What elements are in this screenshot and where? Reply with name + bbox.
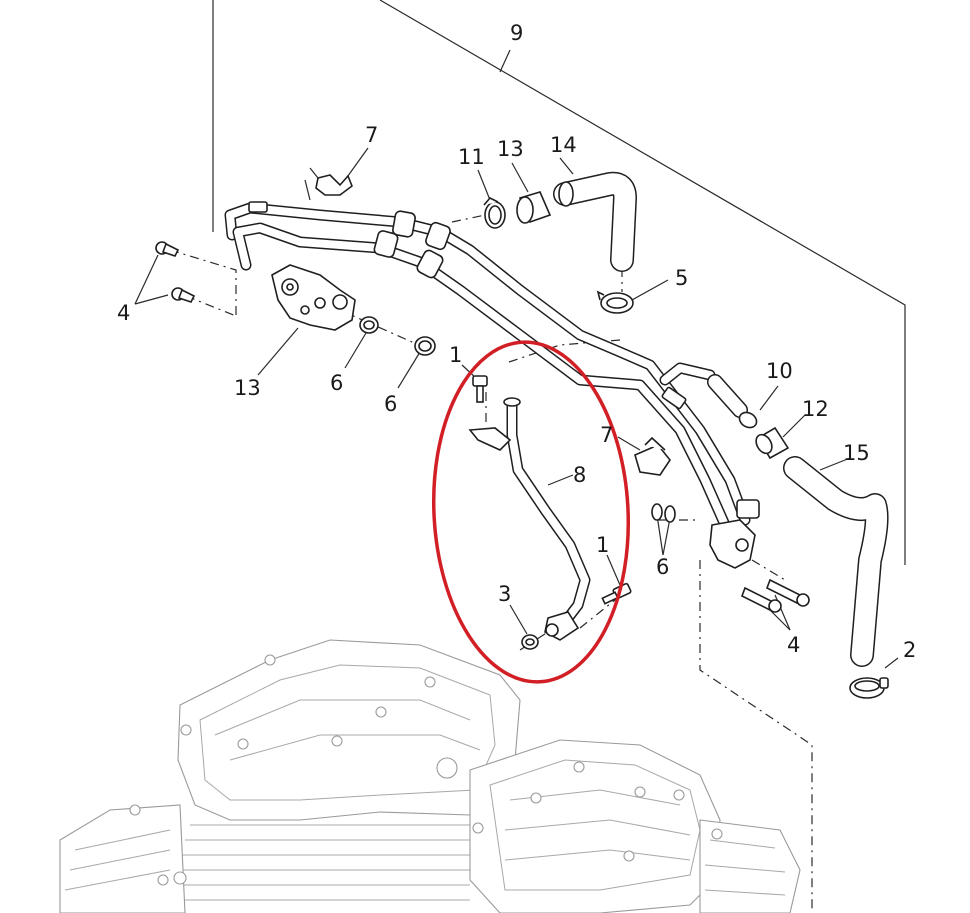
- sleeve-13-top: [516, 191, 552, 224]
- callout-6-a: 6: [330, 371, 343, 395]
- callout-11: 11: [458, 145, 485, 169]
- engine-outline: [59, 639, 801, 913]
- clamp-5: [596, 290, 634, 314]
- callout-4-right: 4: [787, 633, 800, 657]
- hose-15: [783, 456, 889, 667]
- o-ring-3: [521, 634, 539, 650]
- bolts-4-right: [740, 578, 810, 613]
- sleeve-12: [755, 426, 790, 460]
- manifold-bracket-13: [271, 264, 356, 331]
- callout-1-top: 1: [449, 343, 462, 367]
- bolt-1-top: [472, 375, 488, 403]
- elbow-hose-14: [553, 171, 637, 272]
- highlight-ellipse: [431, 340, 631, 684]
- clip-7-mid: [634, 436, 671, 476]
- clamp-2: [849, 677, 889, 699]
- callout-6-b: 6: [384, 392, 397, 416]
- callout-13-top: 13: [497, 137, 524, 161]
- callout-2: 2: [903, 638, 916, 662]
- callout-14: 14: [550, 133, 577, 157]
- callout-3: 3: [498, 582, 511, 606]
- callout-8: 8: [573, 463, 586, 487]
- clamp-10: [707, 374, 758, 429]
- callout-13-left: 13: [234, 376, 261, 400]
- callout-5: 5: [675, 266, 688, 290]
- clamp-11: [483, 197, 506, 229]
- callout-10: 10: [766, 359, 793, 383]
- callout-6-c: 6: [656, 555, 669, 579]
- callout-4-left: 4: [117, 301, 130, 325]
- manifold-bracket-right: [709, 499, 760, 569]
- callout-7-mid: 7: [600, 423, 613, 447]
- clip-7-top: [304, 167, 353, 201]
- breather-pipe-assembly: [224, 201, 751, 531]
- callout-9: 9: [510, 21, 523, 45]
- callout-7-top: 7: [365, 123, 378, 147]
- o-rings-6-right: [651, 503, 676, 523]
- callout-12: 12: [802, 397, 829, 421]
- callout-15: 15: [843, 441, 870, 465]
- o-rings-6-left: [359, 316, 436, 356]
- callout-labels: 9 7 11 13 14 5 4 13 6 6 1 8 7 10 12 15 6…: [117, 21, 916, 662]
- breather-pipe-8: [468, 397, 591, 641]
- callout-1-mid: 1: [596, 533, 609, 557]
- bolts-4-left: [155, 241, 196, 303]
